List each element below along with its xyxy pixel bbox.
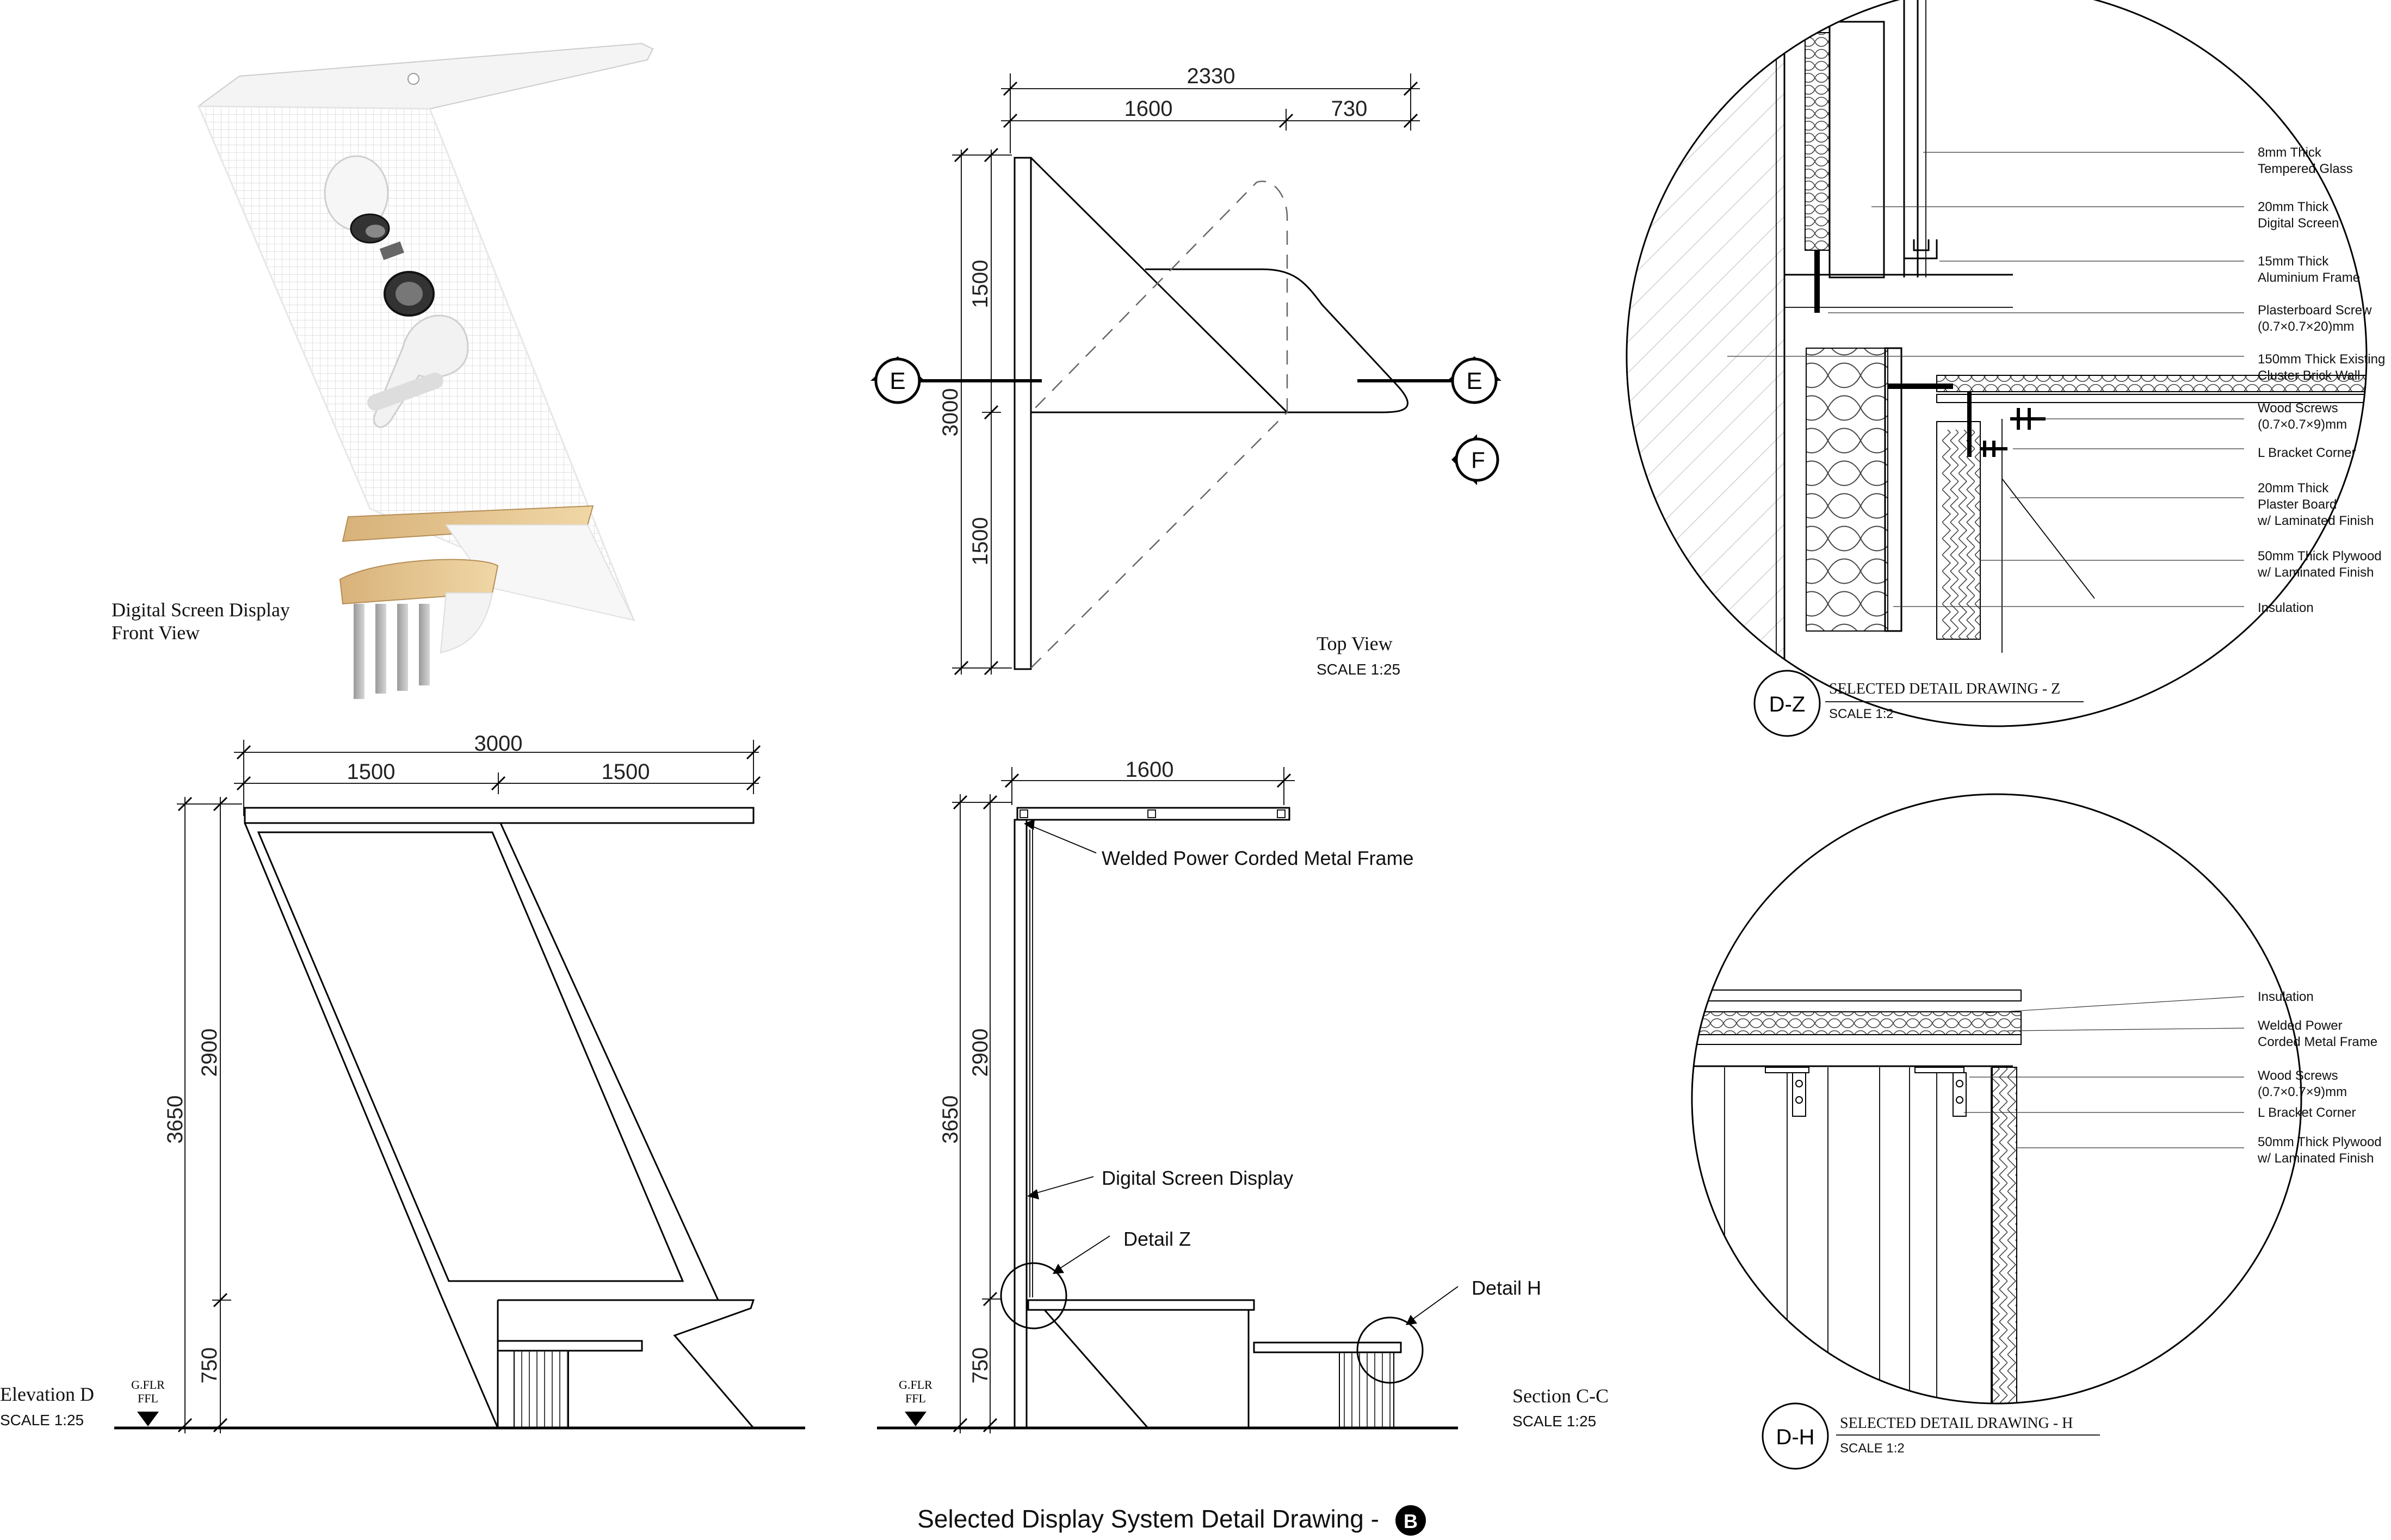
detail-z-note: Tempered Glass: [2258, 162, 2353, 176]
render-subtitle: Front View: [112, 622, 200, 644]
detail-h-note: Corded Metal Frame: [2258, 1035, 2377, 1049]
render-title: Digital Screen Display: [112, 599, 290, 621]
detail-z-note: 20mm Thick: [2258, 200, 2329, 214]
section-cc: 1600 3650 2900 750 G.FLR FFL Welded Powe…: [877, 758, 1609, 1433]
ed-level-1: G.FLR: [131, 1378, 165, 1391]
sc-label-frame: Welded Power Corded Metal Frame: [1102, 847, 1414, 869]
detail-z-note: Plasterboard Screw: [2258, 303, 2372, 318]
detail-z-note: w/ Laminated Finish: [2257, 565, 2374, 580]
dh-title: SELECTED DETAIL DRAWING - H: [1840, 1415, 2073, 1432]
ed-scale: SCALE 1:25: [0, 1412, 84, 1428]
dz-title: SELECTED DETAIL DRAWING - Z: [1829, 681, 2060, 697]
sc-dim-top: 1600: [1126, 758, 1174, 782]
sc-label-detail-h: Detail H: [1472, 1277, 1541, 1299]
detail-z-note: Digital Screen: [2258, 216, 2339, 231]
detail-h-note: Insulation: [2258, 989, 2314, 1004]
tv-dim-height: 3000: [938, 388, 962, 437]
tv-title: Top View: [1317, 633, 1393, 654]
dz-tag: D-Z: [1769, 692, 1806, 716]
detail-z-note: Wood Screws: [2258, 401, 2338, 416]
tv-marker-left: E: [889, 368, 905, 394]
detail-z-note: (0.7×0.7×9)mm: [2258, 417, 2347, 432]
footer-badge: B: [1404, 1510, 1418, 1532]
ed-level-2: FFL: [138, 1391, 158, 1405]
ed-dim-left: 1500: [347, 760, 396, 784]
ed-dim-total: 3000: [474, 732, 523, 756]
footer-badge-circle: [1395, 1505, 1426, 1536]
ed-dim-upper: 2900: [197, 1029, 221, 1077]
detail-h-note: (0.7×0.7×9)mm: [2258, 1085, 2347, 1099]
dz-scale: SCALE 1:2: [1829, 707, 1894, 721]
dh-scale: SCALE 1:2: [1840, 1441, 1905, 1456]
ed-dim-height: 3650: [163, 1096, 187, 1144]
detail-z-note: Cluster Brick Wall: [2258, 368, 2360, 383]
detail-h-note: w/ Laminated Finish: [2257, 1151, 2374, 1166]
tv-marker-side: F: [1471, 447, 1485, 473]
footer-title: Selected Display System Detail Drawing -: [917, 1505, 1379, 1533]
sc-title: Section C-C: [1512, 1385, 1609, 1407]
elevation-d: 3000 1500 1500 3650 2900 750 G.FLR FFL E…: [0, 732, 805, 1433]
tv-dim-upper: 1500: [968, 260, 992, 308]
detail-z-note: (0.7×0.7×20)mm: [2258, 319, 2354, 334]
detail-z-note: L Bracket Corner: [2258, 446, 2356, 460]
detail-z-note: 50mm Thick Plywood: [2258, 549, 2382, 564]
ed-dim-lower: 750: [197, 1347, 221, 1384]
ed-dim-right: 1500: [602, 760, 650, 784]
sheet-footer: Selected Display System Detail Drawing -…: [917, 1505, 1426, 1536]
detail-z-note: 8mm Thick: [2258, 145, 2322, 160]
tv-dim-lower: 1500: [968, 517, 992, 566]
ed-title: Elevation D: [0, 1383, 94, 1405]
sc-label-screen: Digital Screen Display: [1102, 1167, 1293, 1189]
top-view: 2330 1600 730 3000 1500 1500 E E F Top V…: [870, 64, 1502, 678]
detail-h-note: Welded Power: [2258, 1018, 2343, 1033]
sc-dim-height: 3650: [938, 1096, 962, 1144]
dh-tag: D-H: [1776, 1425, 1814, 1449]
detail-z-note: Plaster Board: [2258, 497, 2337, 512]
tv-dim-right: 730: [1331, 97, 1368, 121]
detail-z-note: 150mm Thick Existing: [2258, 352, 2385, 367]
sc-level-1: G.FLR: [899, 1378, 932, 1391]
tv-dim-left: 1600: [1125, 97, 1173, 121]
detail-h-note: 50mm Thick Plywood: [2258, 1135, 2382, 1149]
tv-scale: SCALE 1:25: [1317, 661, 1400, 678]
sc-scale: SCALE 1:25: [1512, 1413, 1596, 1430]
detail-z-note: 15mm Thick: [2258, 254, 2329, 269]
detail-h-note: Wood Screws: [2258, 1068, 2338, 1083]
detail-h-note: L Bracket Corner: [2258, 1105, 2356, 1120]
detail-z-note: Aluminium Frame: [2258, 270, 2360, 285]
detail-z-note: 20mm Thick: [2258, 481, 2329, 496]
detail-z-note: w/ Laminated Finish: [2257, 514, 2374, 528]
render-view: Digital Screen Display Front View: [112, 42, 654, 699]
detail-z-note: Insulation: [2258, 601, 2314, 615]
sc-label-detail-z: Detail Z: [1123, 1228, 1191, 1250]
sc-dim-lower: 750: [968, 1347, 992, 1384]
tv-marker-right: E: [1466, 368, 1482, 394]
tv-dim-total: 2330: [1187, 64, 1235, 88]
sc-dim-upper: 2900: [968, 1029, 992, 1077]
sc-level-2: FFL: [905, 1391, 926, 1405]
